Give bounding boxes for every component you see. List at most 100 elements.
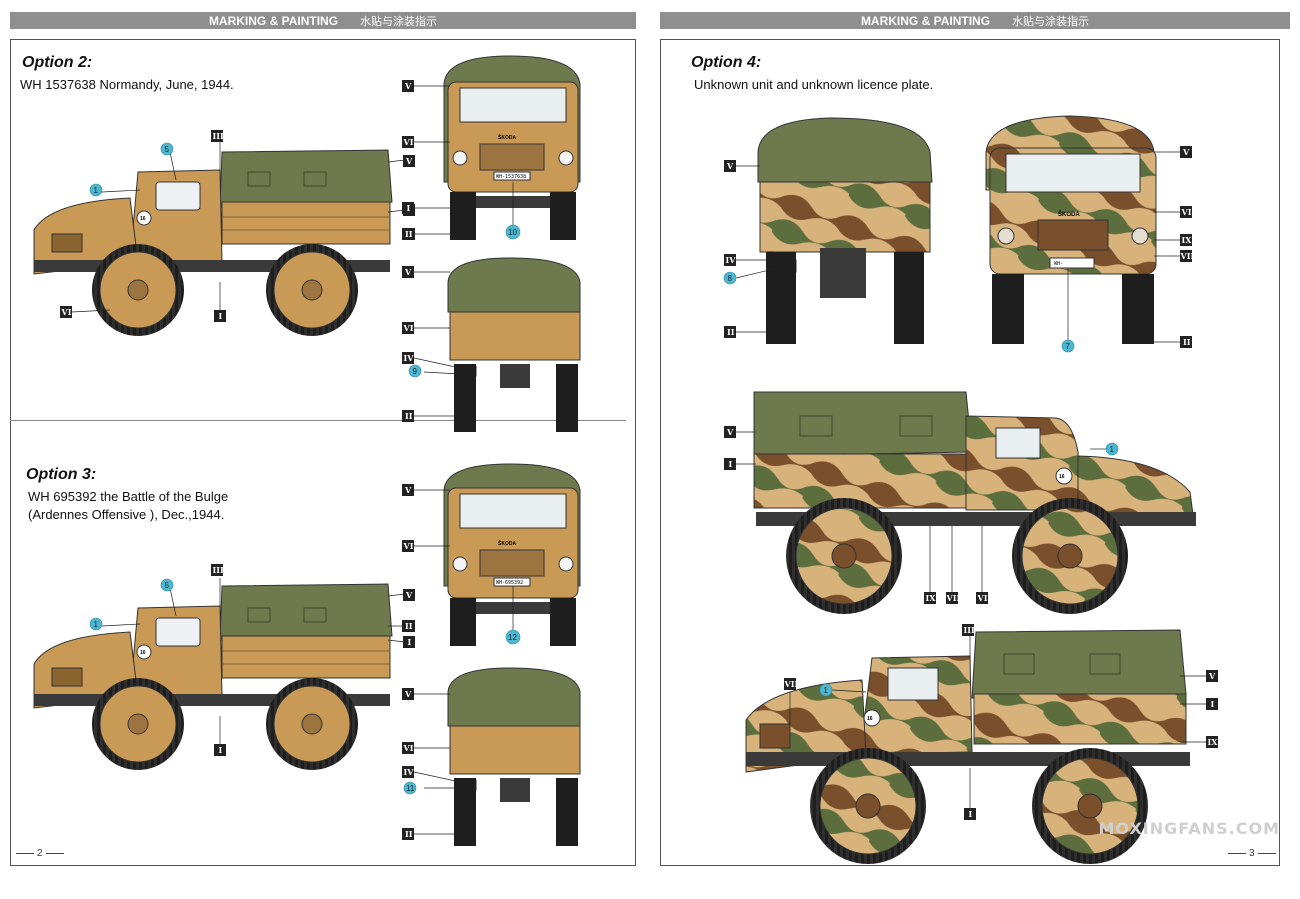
left-leader-lines: [71, 85, 514, 835]
option2-hood-text: ŠKODA: [498, 133, 516, 141]
svg-text:V: V: [405, 590, 413, 600]
badge-V-rear: V: [402, 688, 414, 700]
svg-text:VII: VII: [1180, 251, 1195, 261]
right-page-number: 3: [1228, 848, 1276, 859]
option4-description: Unknown unit and unknown licence plate.: [694, 77, 934, 92]
watermark: MOXINGFANS.COM: [1098, 819, 1280, 838]
svg-text:V: V: [726, 427, 734, 437]
badge-V-front: V: [1180, 146, 1192, 158]
svg-text:8: 8: [728, 274, 733, 283]
badge-IV-rear: IV: [402, 766, 414, 778]
svg-text:VI: VI: [403, 137, 414, 147]
badge-V: V: [403, 155, 415, 167]
badge-I-front: I: [402, 202, 414, 214]
option3-roman-badges: III V II I I V VI II V VI IV II: [211, 484, 415, 840]
header-title: MARKING & PAINTING: [860, 13, 991, 28]
option2-rear-view: WH: [447, 257, 581, 432]
svg-text:III: III: [213, 131, 224, 141]
option3-front-plate: WH-695392: [496, 580, 523, 586]
callout-5: 5: [160, 578, 174, 592]
badge-I-chassis: I: [214, 310, 226, 322]
callout-9: 9: [408, 364, 422, 378]
callout-8: 8: [723, 271, 737, 285]
left-decal-callouts: 1 5 10 9 1 5 12 11: [89, 142, 521, 795]
right-frame: [660, 39, 1280, 866]
svg-text:IX: IX: [926, 593, 937, 603]
svg-text:VII: VII: [946, 593, 961, 603]
callout-1: 1: [819, 683, 833, 697]
svg-text:10: 10: [508, 228, 517, 237]
svg-text:III: III: [964, 625, 975, 635]
svg-text:1: 1: [824, 686, 829, 695]
svg-text:V: V: [404, 81, 412, 91]
badge-V-rear: V: [402, 266, 414, 278]
option4-right-sign: 16: [1059, 474, 1065, 480]
option2-title: Option 2:: [22, 54, 93, 71]
badge-III: III: [211, 564, 224, 576]
option3-title: Option 3:: [26, 466, 97, 483]
svg-text:I: I: [1211, 699, 1215, 709]
callout-5: 5: [160, 142, 174, 156]
badge-III-left: III: [962, 624, 975, 636]
callout-11: 11: [403, 781, 417, 795]
badge-I: I: [403, 636, 415, 648]
svg-text:VI: VI: [977, 593, 988, 603]
svg-text:II: II: [405, 829, 413, 839]
header-title-cn: 水贴与涂装指示: [1012, 14, 1090, 28]
svg-text:5: 5: [165, 145, 170, 154]
svg-text:VI: VI: [403, 323, 414, 333]
badge-VI-front: VI: [402, 136, 414, 148]
left-page-number: 2: [16, 848, 64, 859]
svg-text:VI: VI: [1181, 207, 1192, 217]
svg-text:II: II: [405, 411, 413, 421]
option4-rear-view: WH: [757, 117, 933, 344]
badge-VI-side: VI: [976, 592, 988, 604]
svg-text:VI: VI: [403, 541, 414, 551]
badge-VII-front: VII: [1180, 250, 1195, 262]
option4-front-plate: WH-: [1054, 261, 1063, 267]
svg-text:11: 11: [406, 784, 415, 793]
svg-text:5: 5: [165, 581, 170, 590]
svg-text:II: II: [727, 327, 735, 337]
svg-text:1: 1: [94, 186, 99, 195]
svg-text:II: II: [1183, 337, 1191, 347]
svg-text:IV: IV: [404, 767, 415, 777]
svg-text:V: V: [404, 485, 412, 495]
badge-V: V: [403, 589, 415, 601]
svg-text:V: V: [404, 267, 412, 277]
svg-text:VI: VI: [403, 743, 414, 753]
svg-text:I: I: [407, 203, 411, 213]
badge-II-rear: II: [402, 828, 414, 840]
svg-text:IX: IX: [1182, 235, 1193, 245]
header-title: MARKING & PAINTING: [208, 13, 339, 28]
badge-III: III: [211, 130, 224, 142]
option2-sign-text: 16: [140, 216, 146, 222]
header-title-cn: 水贴与涂装指示: [360, 14, 438, 28]
option3-desc-line2: (Ardennes Offensive ), Dec.,1944.: [28, 507, 225, 522]
badge-V-rear: V: [724, 160, 736, 172]
option3-rear-view: WH: [447, 667, 581, 846]
option4-roman-badges: V I V II V VI IX VII II V I IX VII VI III…: [724, 146, 1218, 820]
svg-text:I: I: [969, 809, 973, 819]
option2-description: WH 1537638 Normandy, June, 1944.: [20, 77, 234, 92]
badge-V-left: V: [1206, 670, 1218, 682]
option4-front-view: ŠKODA WH-: [985, 115, 1157, 344]
badge-IX-front: IX: [1180, 234, 1192, 246]
callout-1: 1: [89, 183, 103, 197]
svg-text:V: V: [1182, 147, 1190, 157]
badge-IX-side: IX: [924, 592, 936, 604]
option4-left-sign: 16: [867, 716, 873, 722]
option3-description: WH 695392 the Battle of the Bulge (Arden…: [28, 488, 228, 524]
badge-I-left: I: [1206, 698, 1218, 710]
svg-text:7: 7: [1066, 342, 1071, 351]
option2-side-view: 16: [33, 149, 393, 336]
option3-side-view: 16: [33, 583, 393, 770]
svg-text:12: 12: [508, 633, 517, 642]
option3-sign-text: 16: [140, 650, 146, 656]
svg-text:V: V: [726, 161, 734, 171]
badge-II-rear: II: [724, 326, 736, 338]
right-header-bar: MARKING & PAINTING 水贴与涂装指示: [660, 12, 1290, 29]
badge-II-rear: II: [402, 410, 414, 422]
svg-text:V: V: [404, 689, 412, 699]
callout-1: 1: [89, 617, 103, 631]
